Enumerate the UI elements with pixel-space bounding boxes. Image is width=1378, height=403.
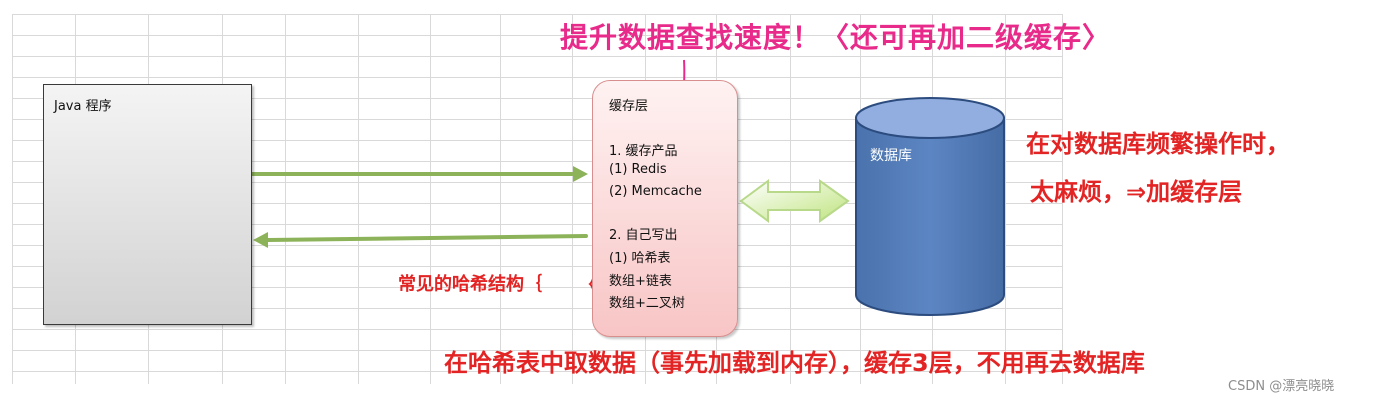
grid-line bbox=[12, 35, 1062, 36]
top-annotation: 提升数据查找速度！〈还可再加二级缓存〉 bbox=[560, 21, 1112, 54]
grid-line bbox=[12, 245, 1062, 246]
grid-line bbox=[12, 119, 1062, 120]
hashtable-item: (1) 哈希表 bbox=[609, 251, 671, 266]
request-arrow bbox=[248, 166, 588, 182]
grid-line bbox=[12, 350, 1062, 351]
grid-line bbox=[12, 14, 13, 384]
grid-line bbox=[12, 203, 1062, 204]
java-program-label: Java 程序 bbox=[54, 99, 112, 114]
grid-line bbox=[12, 98, 1062, 99]
java-program-box: Java 程序 bbox=[43, 84, 252, 325]
grid-line bbox=[12, 77, 1062, 78]
watermark: CSDN @漂亮晓晓 bbox=[1228, 379, 1335, 394]
cache-layer-box bbox=[592, 80, 738, 337]
grid-line bbox=[12, 140, 1062, 141]
redis-item: (1) Redis bbox=[609, 162, 667, 177]
response-arrow bbox=[253, 232, 588, 248]
cache-products-label: 1. 缓存产品 bbox=[609, 144, 678, 159]
grid-line bbox=[12, 161, 1062, 162]
grid-line bbox=[12, 182, 1062, 183]
cache-layer-title: 缓存层 bbox=[609, 99, 649, 114]
grid-line bbox=[12, 371, 1062, 372]
array-linkedlist-item: 数组+链表 bbox=[609, 274, 672, 289]
grid-line bbox=[12, 287, 1062, 288]
grid-line bbox=[12, 308, 1062, 309]
grid-line bbox=[572, 14, 573, 384]
right-annotation-line1: 在对数据库频繁操作时， bbox=[1026, 130, 1290, 158]
grid-line bbox=[358, 14, 359, 384]
database-cylinder bbox=[855, 97, 1005, 316]
grid-line bbox=[430, 14, 431, 384]
double-arrow bbox=[739, 179, 850, 223]
bottom-annotation: 在哈希表中取数据（事先加载到内存），缓存3层，不用再去数据库 bbox=[444, 349, 1145, 377]
memcache-item: (2) Memcache bbox=[609, 184, 702, 199]
database-label: 数据库 bbox=[870, 148, 912, 164]
grid-line bbox=[12, 329, 1062, 330]
grid-line bbox=[1005, 14, 1006, 384]
grid-line bbox=[285, 14, 286, 384]
grid-line bbox=[1062, 14, 1063, 384]
grid-line bbox=[500, 14, 501, 384]
grid-line bbox=[12, 14, 1062, 15]
self-built-label: 2. 自己写出 bbox=[609, 228, 678, 243]
grid-line bbox=[12, 266, 1062, 267]
array-binarytree-item: 数组+二叉树 bbox=[609, 296, 685, 311]
right-annotation-line2: 太麻烦，⇒加缓存层 bbox=[1030, 178, 1243, 206]
grid-line bbox=[12, 224, 1062, 225]
left-annotation: 常见的哈希结构｛ bbox=[398, 274, 542, 295]
grid-line bbox=[12, 56, 1062, 57]
